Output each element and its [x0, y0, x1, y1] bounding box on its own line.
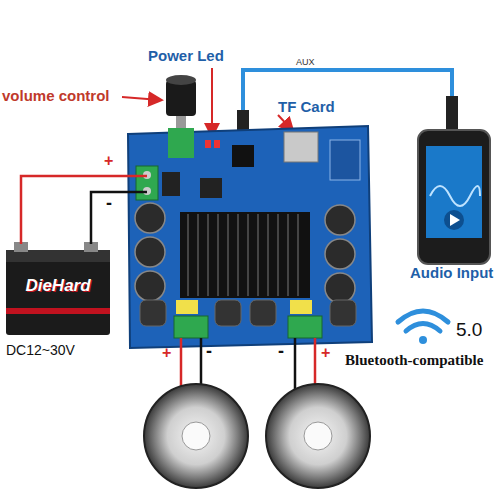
wireless-icon [398, 311, 448, 331]
polarity-mark: + [104, 152, 113, 170]
battery-label-box: DieHard [6, 266, 110, 306]
negative-wire [91, 192, 147, 244]
leader-line [211, 68, 213, 135]
aux-jack [232, 145, 254, 167]
callout-label: Power Led [148, 48, 224, 65]
polarity-mark: + [162, 344, 171, 362]
volume-knob [166, 80, 196, 116]
feature-label: Bluetooth-compatible [345, 352, 483, 369]
polarity-mark: - [206, 342, 212, 362]
speaker-wire [180, 338, 183, 392]
brand-text: DieHard [25, 276, 90, 296]
speaker [266, 384, 370, 488]
leader-line [122, 97, 160, 100]
callout-label: TF Card [278, 99, 335, 116]
callout-label: Audio Input [410, 265, 493, 282]
battery [6, 250, 110, 335]
positive-wire [21, 176, 147, 244]
polarity-mark: + [321, 344, 330, 362]
voltage-label: DC12~30V [6, 343, 75, 358]
cable-label: AUX [296, 58, 315, 68]
power-terminal [136, 166, 158, 200]
speaker-terminal [288, 316, 322, 338]
polarity-mark: - [106, 194, 112, 214]
capacitors [135, 203, 355, 303]
speaker-wire [294, 338, 297, 392]
potentiometer [168, 128, 194, 158]
speaker-terminal [174, 316, 208, 338]
speaker [144, 384, 248, 488]
amplifier-board [128, 126, 372, 348]
aux-plug [446, 96, 458, 130]
polarity-mark: - [278, 342, 284, 362]
mp3-player [418, 130, 490, 264]
callout-label: volume control [2, 88, 110, 105]
tf-card-slot [284, 132, 318, 162]
version-label: 5.0 [456, 320, 482, 341]
heatsink [180, 212, 310, 298]
